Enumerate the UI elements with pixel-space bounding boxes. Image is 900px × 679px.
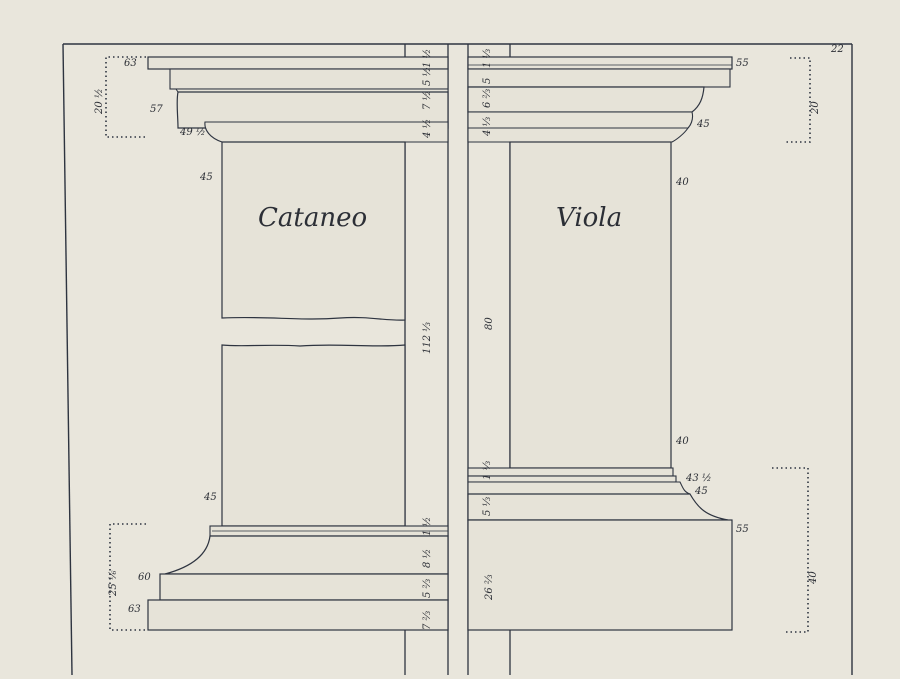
viola-title: Viola (556, 203, 622, 233)
cataneo-width-49: 49 ½ (179, 127, 206, 138)
viola-cornice-height: 20 (810, 101, 821, 115)
viola-cornice-bracket (786, 57, 811, 143)
viola-width-40-top: 40 (675, 177, 689, 188)
cataneo-base-height: 25 ⅙ (108, 570, 119, 597)
viola-width-45-top: 45 (696, 119, 710, 130)
cataneo-height-1: 1 ½ (422, 49, 433, 68)
cataneo-height-2: 5 ½ (422, 67, 433, 86)
viola-height-shaft: 80 (484, 317, 495, 330)
cataneo-title: Cataneo (258, 203, 367, 233)
cataneo-cornice-height: 20 ½ (94, 88, 105, 115)
cataneo-height-8: 7 ⅔ (422, 610, 433, 630)
viola-height-2: 5 (482, 78, 493, 84)
viola-cornice (467, 56, 733, 143)
cataneo-width-57: 57 (150, 104, 163, 115)
cataneo-height-3: 7 ½ (422, 91, 433, 110)
viola-height-6: 5 ⅓ (482, 496, 493, 516)
plate-frame (62, 43, 853, 676)
cataneo-height-6: 8 ½ (422, 549, 433, 568)
cataneo-width-60: 60 (138, 572, 151, 583)
viola-height-1: 1 ⅓ (482, 48, 493, 68)
viola-height-5: 1 ⅓ (482, 460, 493, 480)
viola-height-3: 6 ⅔ (482, 88, 493, 108)
viola-height-4: 4 ⅓ (482, 116, 493, 137)
viola-base (467, 467, 733, 631)
viola-width-40-bottom: 40 (675, 436, 689, 447)
viola-width-45-bottom: 45 (694, 486, 708, 497)
viola-height-column: 1 ⅓ 5 6 ⅔ 4 ⅓ 80 1 ⅓ 5 ⅓ 26 ⅔ (468, 48, 510, 601)
cataneo-base (147, 525, 449, 631)
cataneo-height-column: 1 ½ 5 ½ 7 ½ 4 ½ 112 ⅓ 1 ½ 8 ½ 5 ⅔ 7 ⅔ (405, 49, 448, 630)
viola-height-7: 26 ⅔ (484, 574, 495, 601)
cataneo-height-shaft: 112 ⅓ (422, 322, 433, 354)
cataneo-height-7: 5 ⅔ (422, 578, 433, 598)
cataneo-width-45-bottom: 45 (203, 492, 217, 503)
viola-width-55-top: 55 (736, 58, 749, 69)
cataneo-width-63-top: 63 (124, 58, 137, 69)
viola-width-43: 43 ½ (685, 473, 712, 484)
plate-number: 22 (830, 44, 844, 55)
cataneo-die (221, 141, 406, 527)
cataneo-width-45-top: 45 (199, 172, 213, 183)
viola-width-55-bottom: 55 (736, 524, 749, 535)
cataneo-base-bracket (109, 523, 146, 631)
viola-die (509, 141, 672, 469)
viola-pedestal (467, 56, 733, 631)
cataneo-cornice-bracket (105, 56, 146, 138)
cataneo-height-4: 4 ½ (422, 119, 433, 139)
viola-base-bracket (772, 467, 809, 633)
cataneo-width-63-bottom: 63 (128, 604, 141, 615)
viola-base-height: 40 (808, 571, 819, 585)
